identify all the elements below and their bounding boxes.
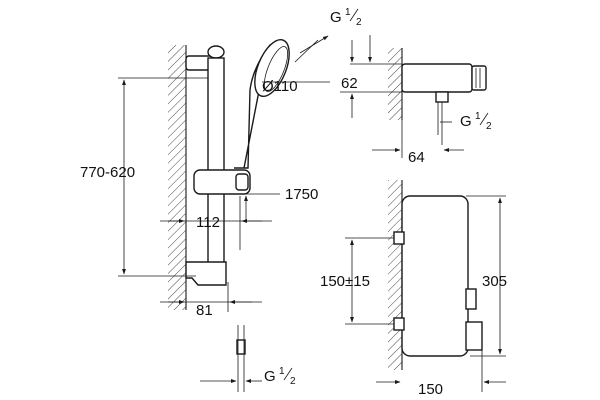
thermostat-top-wall-hatch bbox=[388, 48, 402, 120]
thermostat-top-body bbox=[401, 63, 473, 93]
outlet-thread-label: G 1 2 bbox=[460, 111, 492, 132]
svg-text:1: 1 bbox=[345, 7, 351, 18]
thermostat-top-view: G 1 2 62 G 1 2 64 bbox=[330, 7, 492, 166]
height-label: 305 bbox=[482, 273, 507, 290]
diameter-label: Ø110 bbox=[262, 78, 298, 95]
holder-offset-label: 112 bbox=[196, 214, 220, 231]
svg-text:G: G bbox=[264, 368, 276, 385]
inlet-spacing-label: 150±15 bbox=[320, 273, 370, 290]
rail-bar bbox=[207, 57, 225, 279]
svg-text:1: 1 bbox=[475, 111, 481, 122]
svg-text:2: 2 bbox=[486, 121, 492, 132]
slider-knob bbox=[235, 173, 249, 191]
rail-height-label: 770-620 bbox=[80, 164, 135, 181]
svg-text:G: G bbox=[460, 113, 472, 130]
wall-hatch bbox=[168, 45, 186, 310]
svg-text:G: G bbox=[330, 9, 342, 26]
top-thread-label: G 1 2 bbox=[330, 7, 362, 28]
thermostat-front-wall-hatch bbox=[388, 180, 402, 370]
shower-rail-view: Ø110 770-620 1750 112 81 G 1 2 bbox=[80, 35, 330, 392]
svg-text:2: 2 bbox=[290, 376, 296, 387]
mount-height-label: 1750 bbox=[285, 186, 318, 203]
wall-offset-label: 81 bbox=[196, 302, 213, 319]
hand-shower-face bbox=[263, 46, 289, 92]
depth-label: 64 bbox=[408, 149, 425, 166]
thermostat-front-view: 150±15 305 150 bbox=[320, 180, 507, 398]
diameter-leader-tick bbox=[294, 39, 319, 63]
thermostat-front-control-bottom bbox=[465, 321, 483, 351]
svg-text:1: 1 bbox=[279, 366, 285, 377]
spacing-label: 62 bbox=[341, 75, 358, 92]
rail-bottom-bracket bbox=[185, 261, 227, 286]
svg-text:2: 2 bbox=[356, 17, 362, 28]
diameter-leader-diag bbox=[299, 35, 329, 54]
thermostat-top-outlet bbox=[435, 91, 449, 103]
rail-top-cap bbox=[207, 45, 225, 59]
thermostat-front-body bbox=[401, 195, 469, 357]
thermostat-front-inlet-top bbox=[393, 231, 405, 245]
width-label: 150 bbox=[418, 381, 443, 398]
hose-connector bbox=[236, 339, 246, 355]
thermostat-front-inlet-bottom bbox=[393, 317, 405, 331]
thermostat-top-knob bbox=[471, 65, 487, 91]
hose-thread-label: G 1 2 bbox=[264, 366, 296, 387]
thermostat-front-control-top bbox=[465, 288, 477, 310]
